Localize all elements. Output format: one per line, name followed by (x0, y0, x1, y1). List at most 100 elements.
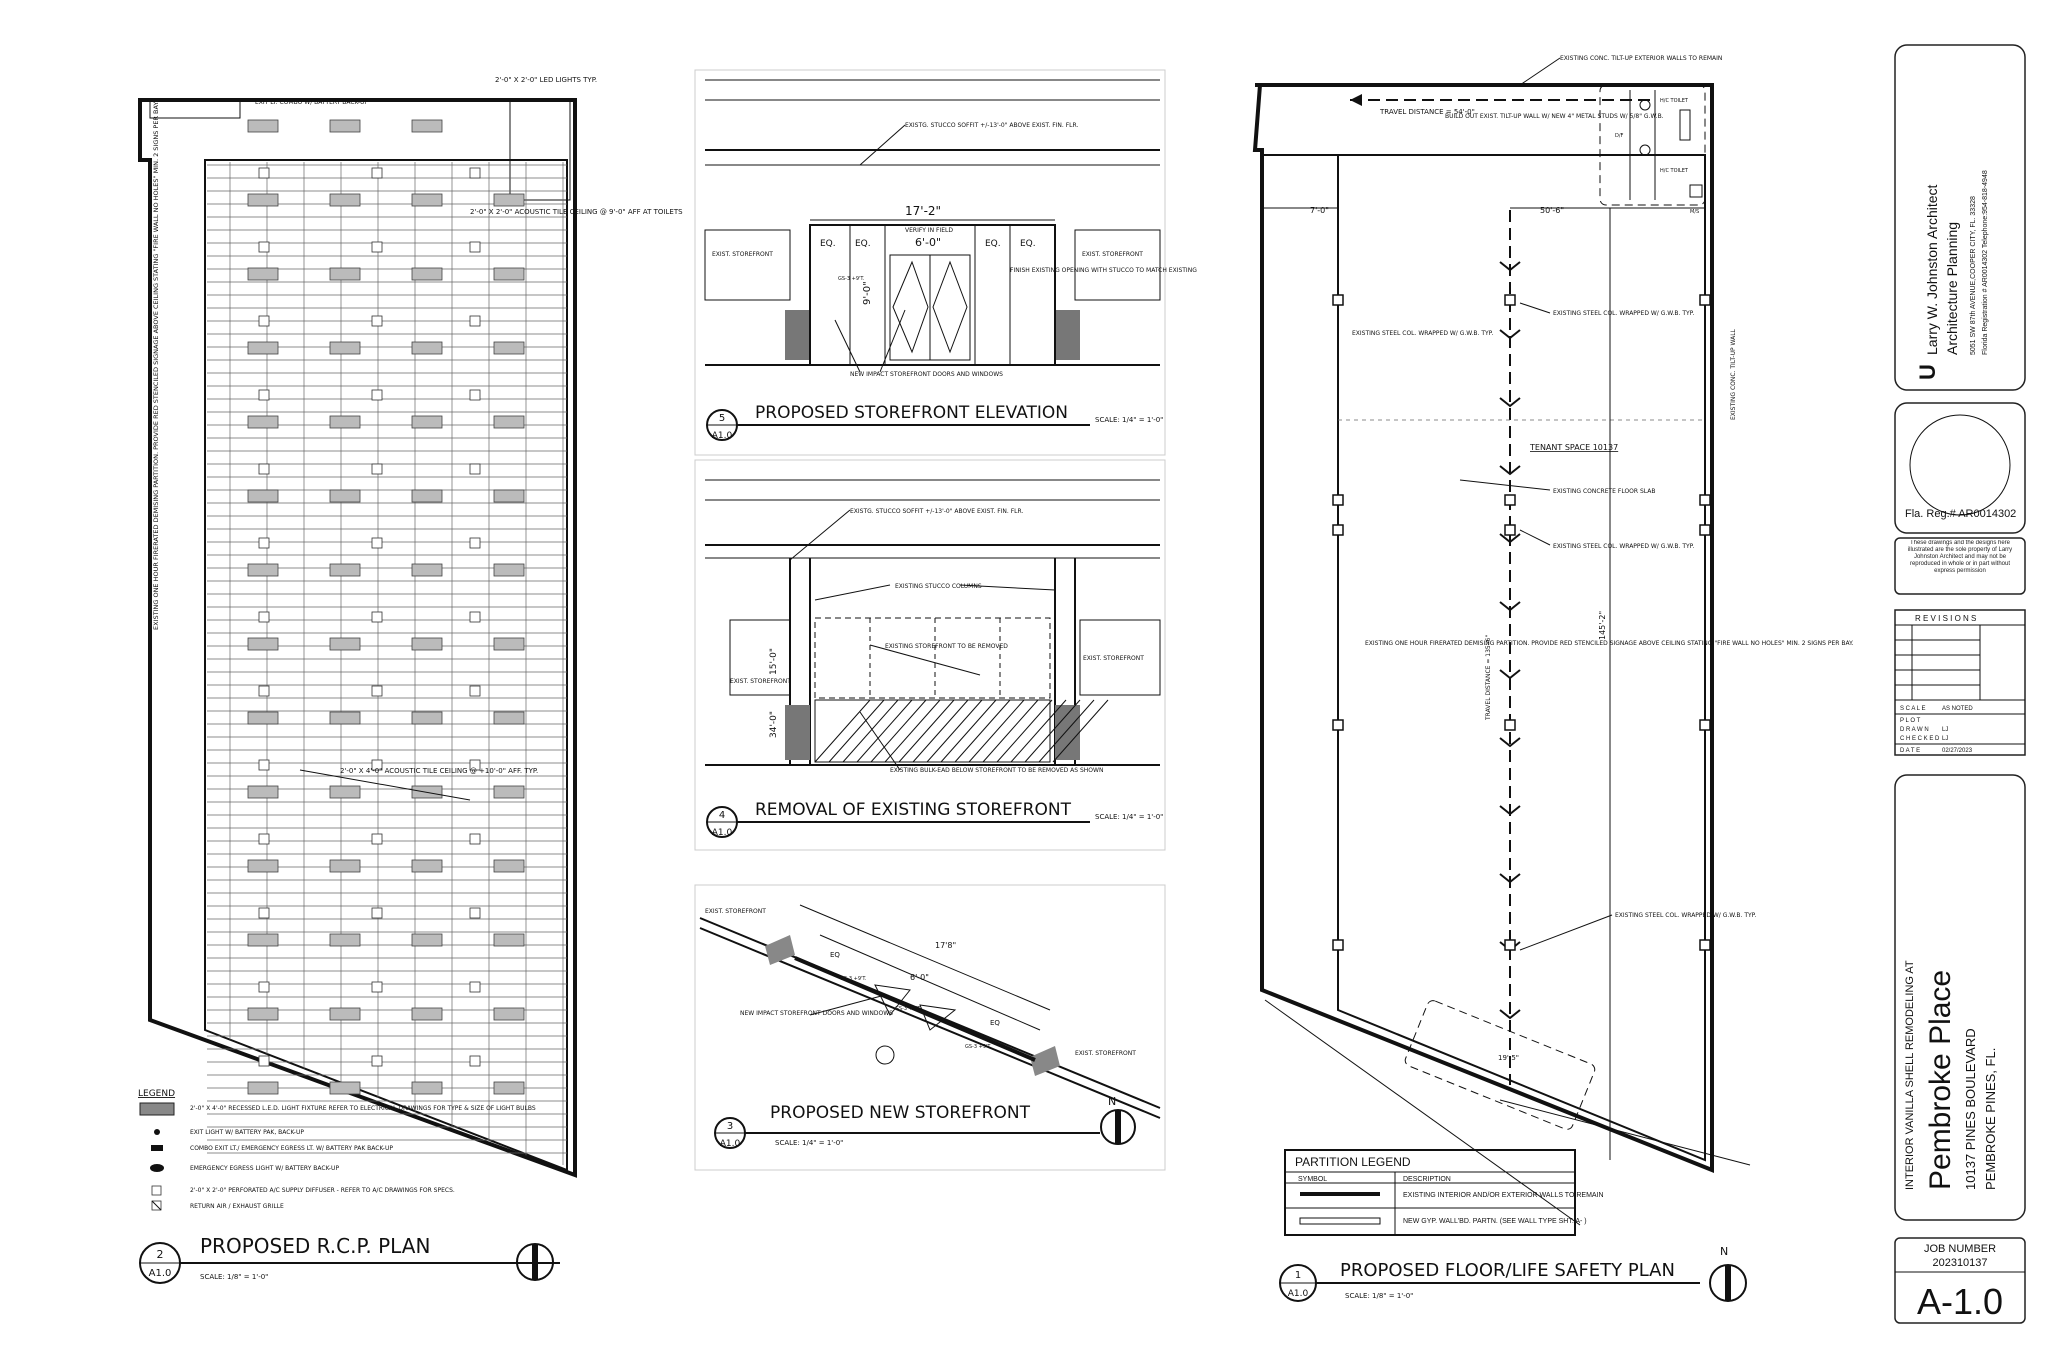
light-fixture (247, 563, 279, 577)
legend-egress-symbol (150, 1164, 164, 1172)
light-fixture (329, 341, 361, 355)
light-fixture (247, 859, 279, 873)
steel-column (1332, 719, 1344, 731)
diffuser (469, 611, 481, 623)
elev4-bulkhead-hatch (814, 699, 1109, 763)
elev5-dim-height: 9'-0" (862, 281, 873, 305)
rcp-scale: SCALE: 1/8" = 1'-0" (200, 1273, 268, 1281)
diffuser (469, 167, 481, 179)
plan3-storefront-right: EXIST. STOREFRONT (1075, 1050, 1136, 1057)
rcp-legend-item-6: RETURN AIR / EXHAUST GRILLE (190, 1203, 284, 1210)
light-fixture (247, 267, 279, 281)
floor-number: 1 (1295, 1270, 1301, 1281)
light-fixture (411, 637, 443, 651)
diffuser (371, 241, 383, 253)
diffuser (469, 759, 481, 771)
diffuser (258, 981, 270, 993)
plan3-scale: SCALE: 1/4" = 1'-0" (775, 1139, 843, 1147)
seal-box (1894, 402, 2026, 534)
plan3-north: N (1108, 1095, 1116, 1108)
steel-column (1699, 939, 1711, 951)
floor-steel-col-1: EXISTING STEEL COL. WRAPPED W/ G.W.B. TY… (1352, 330, 1493, 337)
light-fixture (247, 341, 279, 355)
floor-dim-19: 19'-5" (1498, 1054, 1519, 1062)
rcp-diffusers (258, 167, 481, 1067)
floor-dim-50: 50'-6" (1540, 206, 1564, 215)
elev5-scale: SCALE: 1/4" = 1'-0" (1095, 416, 1163, 424)
rcp-leader (299, 769, 471, 801)
rcp-plan: 2'-0" X 2'-0" LED LIGHTS TYP. 2'-0" X 2'… (138, 76, 683, 1178)
floor-scale: SCALE: 1/8" = 1'-0" (1345, 1292, 1413, 1300)
copyright-box (1894, 537, 2026, 595)
rcp-note-tile-main: 2'-0" X 4'-0" ACOUSTIC TILE CEILING @ +1… (340, 767, 538, 775)
diffuser (371, 537, 383, 549)
light-fixture (247, 1081, 279, 1095)
diffuser (469, 685, 481, 697)
elev5-eq-1: EQ. (820, 239, 836, 249)
diffuser (371, 981, 383, 993)
light-fixture (493, 637, 525, 651)
light-fixture (411, 563, 443, 577)
steel-column (1332, 494, 1344, 506)
rcp-number: 2 (157, 1248, 164, 1261)
architect-address: 5051 SW 87th AVENUE,COOPER CITY, FL. 333… (1970, 196, 1977, 355)
rcp-toilet-rooms (509, 99, 571, 201)
elev4-sheet: A1.0 (712, 828, 733, 838)
elev5-title: PROPOSED STOREFRONT ELEVATION (755, 403, 1068, 423)
floor-title: PROPOSED FLOOR/LIFE SAFETY PLAN (1340, 1260, 1675, 1281)
elev4-brick-left (785, 705, 810, 760)
light-fixture (247, 489, 279, 503)
light-fixture (329, 563, 361, 577)
floor-walls-remain: EXISTING CONC. TILT-UP EXTERIOR WALLS TO… (1560, 55, 1722, 62)
elev5-verify: VERIFY IN FIELD (905, 227, 953, 234)
light-fixture (247, 711, 279, 725)
light-fixture (411, 341, 443, 355)
diffuser (371, 759, 383, 771)
elev5-storefront-right (1074, 229, 1161, 301)
light-fixture (247, 785, 279, 799)
elev4-bulkhead-note: EXISTING BULK-EAD BELOW STOREFRONT TO BE… (890, 767, 1103, 774)
rcp-ceiling-area (204, 159, 568, 1172)
steel-column (1332, 939, 1344, 951)
light-fixture (493, 489, 525, 503)
light-fixture (493, 563, 525, 577)
light-fixture (329, 489, 361, 503)
partition-legend: PARTITION LEGEND SYMBOL DESCRIPTION EXIS… (1284, 1149, 1604, 1236)
rcp-note-tile-toilets: 2'-0" X 2'-0" ACOUSTIC TILE CEILING @ 9'… (470, 208, 683, 216)
elev5-tag: GS-3 +9'T. (838, 276, 865, 282)
rcp-note-partition: EXISTING ONE HOUR FIRERATED DEMISING PAR… (152, 101, 160, 630)
light-fixture (411, 415, 443, 429)
light-fixture (411, 1007, 443, 1021)
floor-travel-vert: TRAVEL DISTANCE = 135'-6" (1485, 635, 1492, 721)
steel-column (1699, 294, 1711, 306)
diffuser (469, 315, 481, 327)
drawn-value: LJ (1942, 727, 1948, 733)
diffuser (258, 167, 270, 179)
plan3-title: PROPOSED NEW STOREFRONT (770, 1103, 1031, 1123)
light-fixture (493, 267, 525, 281)
floor-toilet-2: H/C TOILET (1660, 168, 1689, 174)
elev5-eq-3: EQ. (985, 239, 1001, 249)
light-fixture (493, 859, 525, 873)
floor-travel-top: TRAVEL DISTANCE = 54'-0" (1379, 108, 1475, 116)
diffuser (469, 537, 481, 549)
elev4-dim-upper: 15'-0" (769, 648, 779, 675)
steel-column (1699, 524, 1711, 536)
scale-label: S C A L E (1900, 706, 1925, 712)
light-fixture (493, 785, 525, 799)
elevation-5: 17'-2" VERIFY IN FIELD EQ. EQ. 6'-0" EQ.… (694, 69, 1197, 456)
legend-diffuser-symbol (151, 1185, 162, 1196)
elev5-storefront-right-label: EXIST. STOREFRONT (1082, 251, 1143, 258)
floor-sheet: A1.0 (1288, 1289, 1309, 1299)
light-fixture (329, 415, 361, 429)
elev5-soffit: EXISTG. STUCCO SOFFIT +/-13'-0" ABOVE EX… (905, 122, 1078, 129)
elev5-dim-total: 17'-2" (905, 204, 941, 218)
floor-partition: EXISTING ONE HOUR FIRERATED DEMISING PAR… (1365, 640, 1854, 647)
light-fixture (329, 711, 361, 725)
seal-circle (1909, 414, 2011, 516)
light-fixture (247, 933, 279, 947)
plan3-dim-door: 6'-0" (910, 973, 929, 982)
floor-slab: EXISTING CONCRETE FLOOR SLAB (1553, 488, 1655, 495)
steel-column (1504, 494, 1516, 506)
elev4-storefront-left-label: EXIST. STOREFRONT (730, 678, 791, 685)
